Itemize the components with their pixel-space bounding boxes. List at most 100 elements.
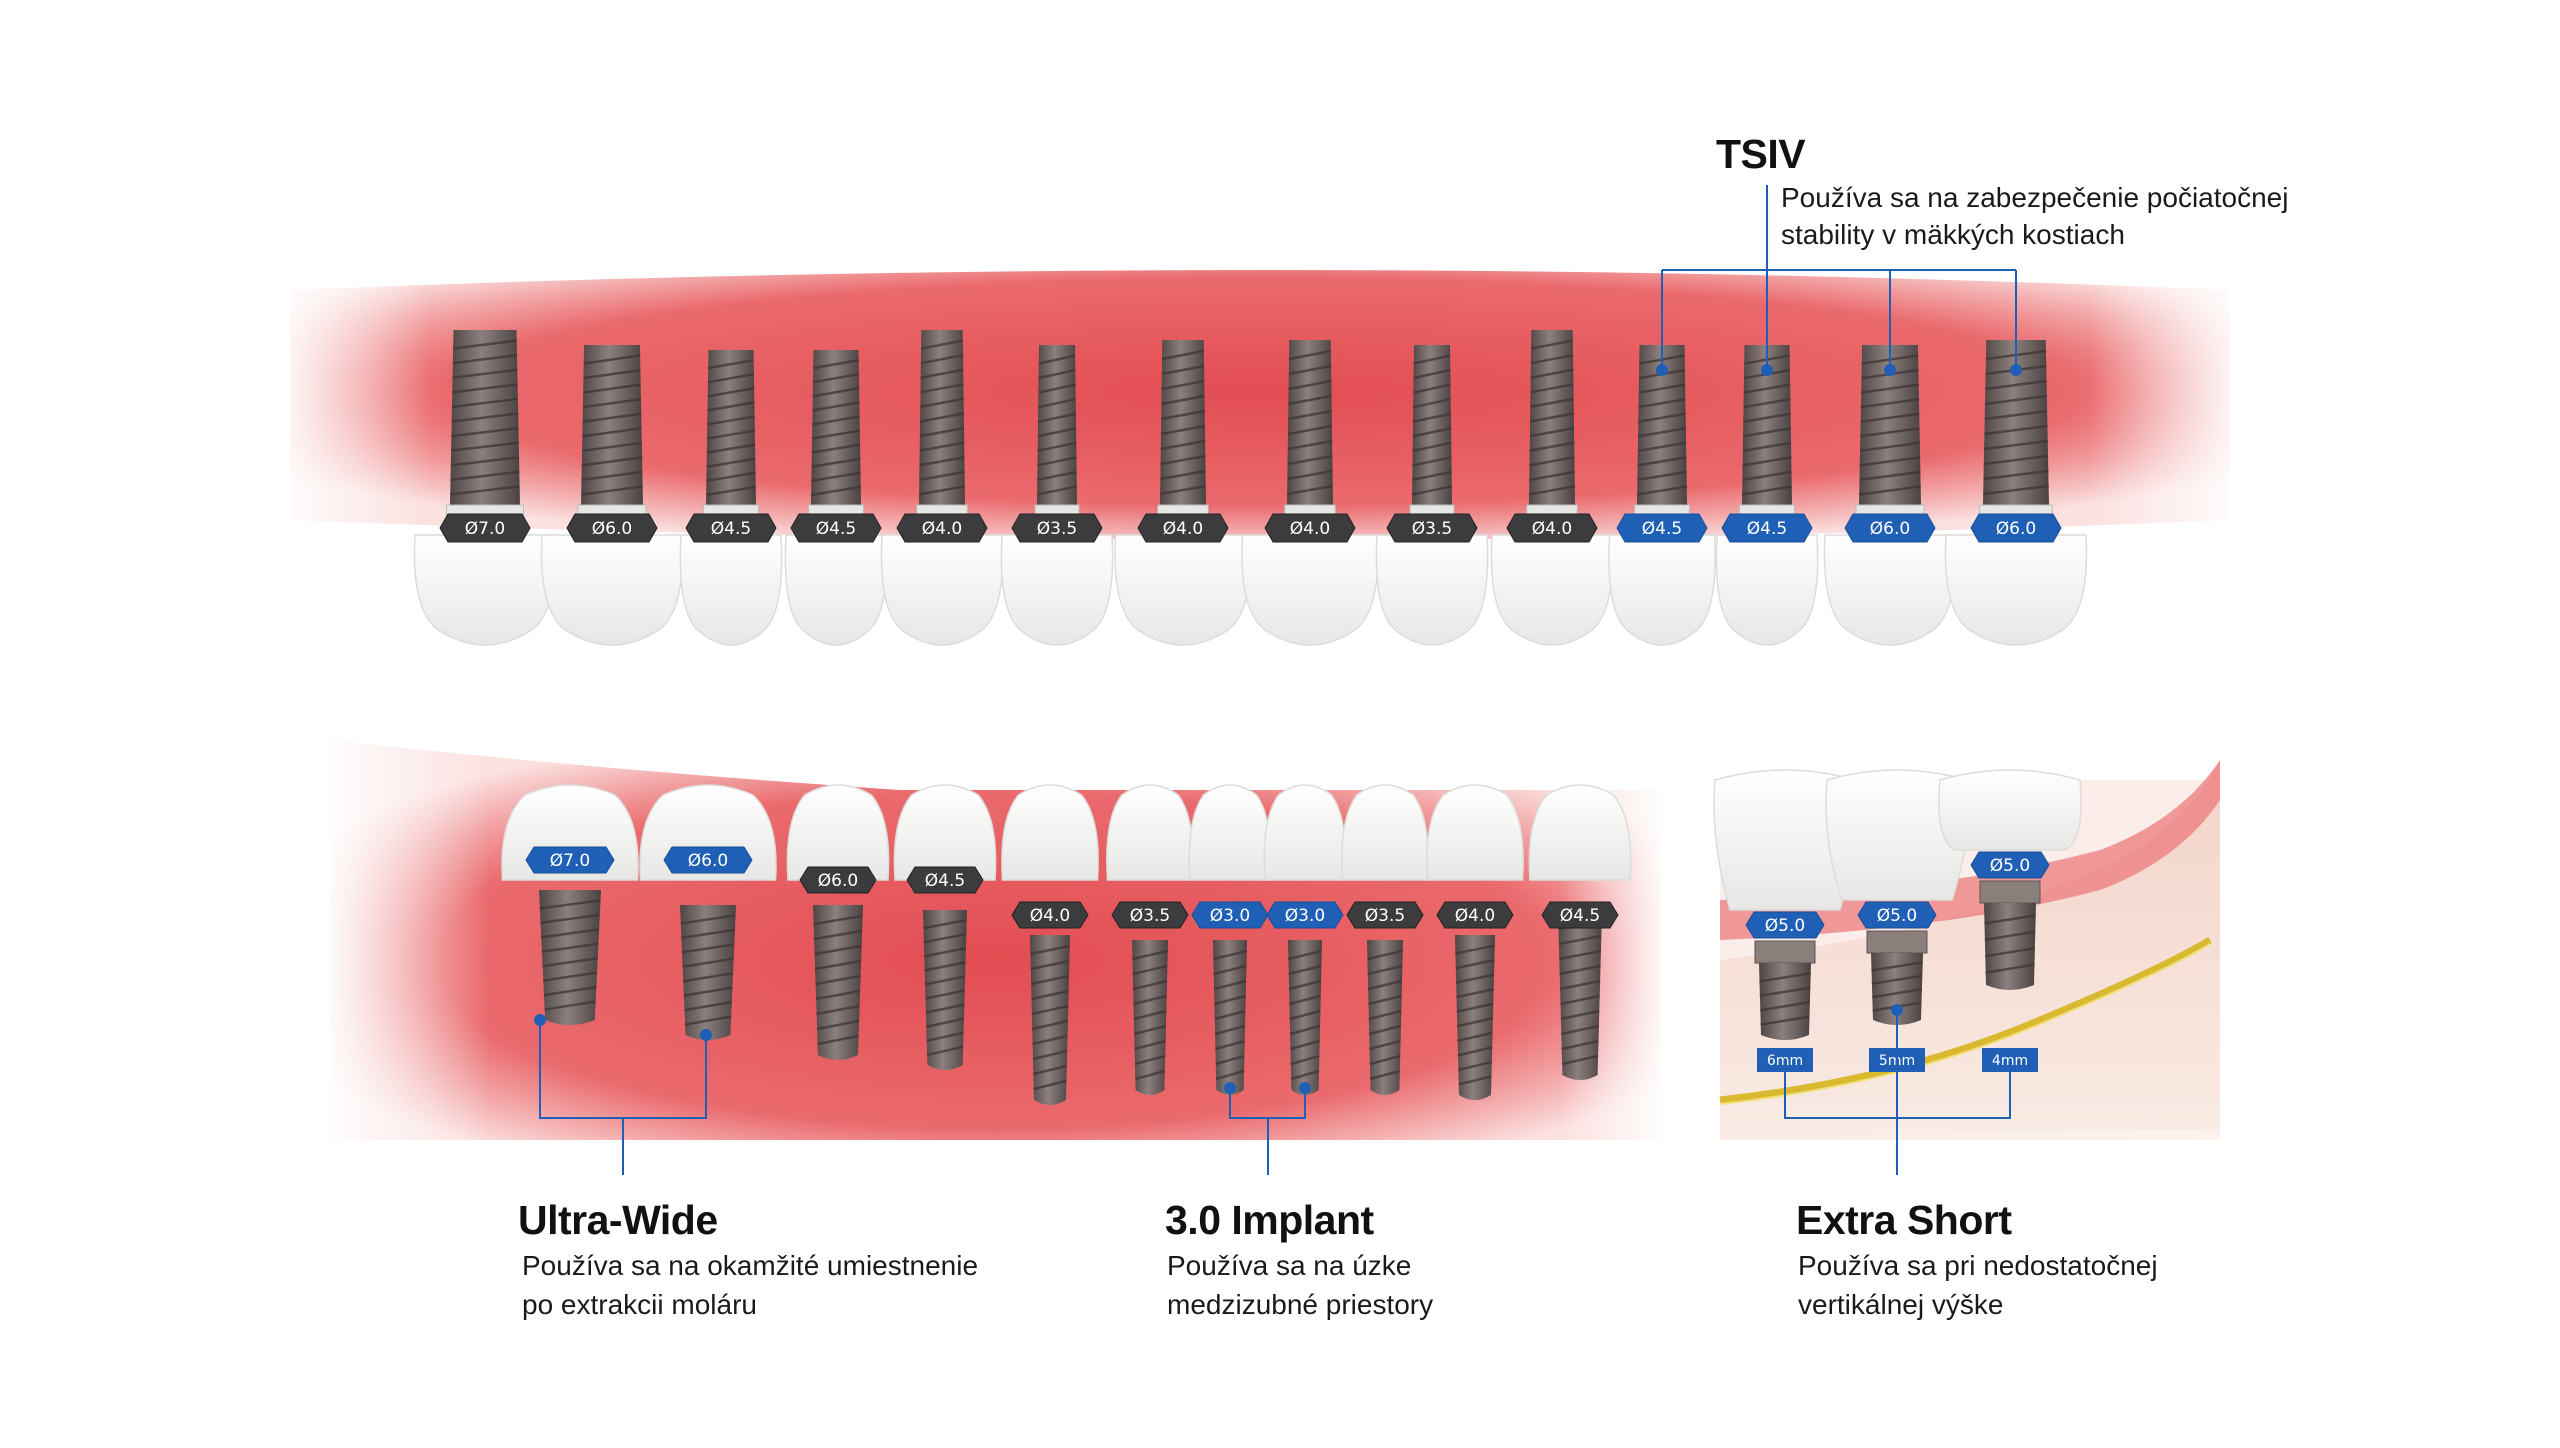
svg-text:Ø7.0: Ø7.0	[465, 519, 505, 539]
lower-implant	[539, 890, 601, 1025]
lower-implant	[680, 905, 736, 1040]
upper-tooth	[1375, 534, 1489, 646]
ultra-wide-caption: Ultra-Wide Používa sa na okamžité umiest…	[518, 1196, 978, 1322]
short-diameter-badge: Ø5.0	[1857, 901, 1937, 929]
lower-diameter-badge: Ø4.0	[1011, 901, 1089, 929]
upper-tooth	[413, 534, 557, 646]
upper-diameter-badge: Ø6.0	[1970, 513, 2062, 543]
length-badge: 4mm	[1982, 1048, 2038, 1072]
svg-text:Ø3.0: Ø3.0	[1285, 906, 1325, 926]
upper-implant	[918, 330, 966, 510]
lower-tooth	[786, 784, 890, 881]
upper-diameter-badge: Ø4.5	[685, 513, 777, 543]
svg-text:Ø7.0: Ø7.0	[550, 851, 590, 871]
upper-implant	[581, 345, 643, 510]
upper-implant	[450, 330, 520, 510]
implant-30-desc-line-2: medzizubné priestory	[1167, 1289, 1434, 1320]
lower-diameter-badge: Ø4.0	[1436, 901, 1514, 929]
svg-text:Ø3.5: Ø3.5	[1365, 906, 1405, 926]
implant-30-caption: 3.0 Implant Používa sa na úzke medzizubn…	[1165, 1196, 1433, 1322]
tsiv-desc-line-2: stability v mäkkých kostiach	[1781, 219, 2125, 250]
upper-diameter-badge: Ø4.5	[1616, 513, 1708, 543]
tsiv-caption: TSIV Používa sa na zabezpečenie počiatoč…	[1716, 130, 2288, 252]
upper-implant	[1528, 330, 1576, 510]
svg-text:Ø6.0: Ø6.0	[1870, 519, 1910, 539]
svg-text:Ø6.0: Ø6.0	[1996, 519, 2036, 539]
svg-text:Ø4.0: Ø4.0	[1290, 519, 1330, 539]
lower-implant	[1132, 940, 1168, 1095]
svg-text:Ø4.0: Ø4.0	[1163, 519, 1203, 539]
lower-diameter-badge: Ø4.5	[1541, 901, 1619, 929]
lower-implant	[1367, 940, 1403, 1095]
ultra-wide-desc-line-2: po extrakcii moláru	[522, 1289, 757, 1320]
callout-dot	[2010, 364, 2022, 376]
upper-implant	[1742, 345, 1792, 510]
svg-text:Ø3.5: Ø3.5	[1130, 906, 1170, 926]
upper-implant	[1036, 345, 1078, 510]
lower-implant	[923, 910, 967, 1070]
upper-tooth	[1241, 534, 1379, 646]
lower-tooth	[1341, 784, 1429, 881]
extra-short-title: Extra Short	[1796, 1197, 2012, 1243]
svg-text:Ø4.5: Ø4.5	[1747, 519, 1787, 539]
extra-short-desc-line-1: Používa sa pri nedostatočnej	[1798, 1250, 2158, 1281]
svg-text:Ø4.5: Ø4.5	[925, 871, 965, 891]
svg-text:Ø4.0: Ø4.0	[1455, 906, 1495, 926]
upper-diameter-badge: Ø4.0	[1506, 513, 1598, 543]
short-diameter-badge: Ø5.0	[1970, 851, 2050, 879]
lower-tooth	[1263, 784, 1347, 881]
lower-diameter-badge: Ø3.5	[1346, 901, 1424, 929]
upper-diameter-badge: Ø4.5	[790, 513, 882, 543]
svg-text:Ø4.0: Ø4.0	[1532, 519, 1572, 539]
lower-implant	[1213, 940, 1247, 1095]
svg-text:Ø6.0: Ø6.0	[592, 519, 632, 539]
callout-dot	[534, 1014, 546, 1026]
lower-diameter-badge: Ø7.0	[525, 846, 615, 874]
short-diameter-badge: Ø5.0	[1745, 911, 1825, 939]
upper-tooth	[880, 534, 1004, 646]
implant-30-desc-line-1: Používa sa na úzke	[1167, 1250, 1412, 1281]
upper-implant	[1159, 340, 1207, 510]
svg-text:6mm: 6mm	[1767, 1053, 1803, 1069]
upper-tooth	[1715, 534, 1819, 646]
upper-implant	[1411, 345, 1453, 510]
lower-tooth	[1001, 784, 1099, 881]
svg-text:4mm: 4mm	[1992, 1053, 2028, 1069]
implant-30-title: 3.0 Implant	[1165, 1197, 1374, 1243]
upper-diameter-badge: Ø4.0	[1137, 513, 1229, 543]
svg-text:Ø4.0: Ø4.0	[1030, 906, 1070, 926]
tsiv-desc-line-1: Používa sa na zabezpečenie počiatočnej	[1781, 182, 2289, 213]
short-implant	[1871, 953, 1923, 1025]
callout-dot	[1224, 1082, 1236, 1094]
lower-tooth	[1106, 784, 1194, 881]
upper-diameter-badge: Ø6.0	[1844, 513, 1936, 543]
svg-text:Ø3.5: Ø3.5	[1412, 519, 1452, 539]
svg-text:Ø5.0: Ø5.0	[1877, 906, 1917, 926]
upper-implant	[1983, 340, 2049, 510]
svg-text:Ø4.5: Ø4.5	[1642, 519, 1682, 539]
extra-short-desc-line-2: vertikálnej výške	[1798, 1289, 2004, 1320]
upper-tooth	[1000, 534, 1114, 646]
upper-tooth	[1114, 534, 1252, 646]
svg-text:Ø4.5: Ø4.5	[1560, 906, 1600, 926]
upper-tooth	[784, 534, 888, 646]
lower-implant	[1288, 940, 1322, 1095]
upper-diameter-badge: Ø3.5	[1011, 513, 1103, 543]
ultra-wide-title: Ultra-Wide	[518, 1197, 718, 1243]
lower-implant	[1455, 935, 1495, 1100]
lower-tooth	[893, 784, 997, 881]
extra-short-caption: Extra Short Používa sa pri nedostatočnej…	[1796, 1196, 2158, 1322]
upper-diameter-badge: Ø4.0	[896, 513, 988, 543]
callout-dot	[1761, 364, 1773, 376]
upper-diameter-badge: Ø6.0	[566, 513, 658, 543]
short-implant	[1984, 903, 2036, 990]
lower-diameter-badge: Ø6.0	[799, 866, 877, 894]
upper-tooth	[1823, 534, 1957, 646]
upper-gum	[270, 270, 2250, 540]
lower-tooth	[1188, 784, 1272, 881]
upper-implant	[1286, 340, 1334, 510]
lower-implant	[1558, 910, 1602, 1080]
svg-text:Ø4.5: Ø4.5	[711, 519, 751, 539]
svg-text:Ø6.0: Ø6.0	[818, 871, 858, 891]
